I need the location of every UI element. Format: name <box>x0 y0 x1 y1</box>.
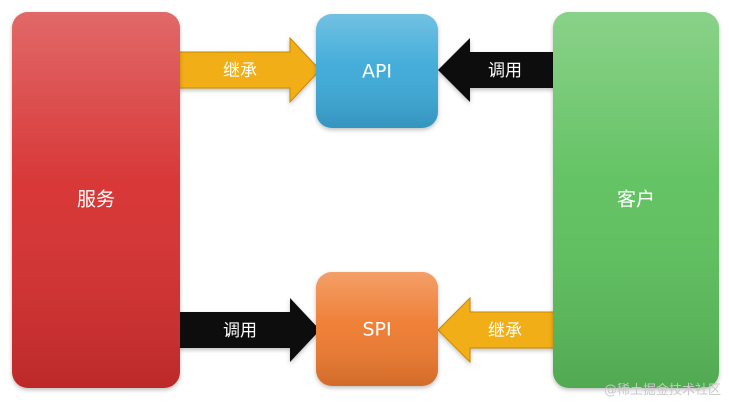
api-node: API <box>316 14 438 128</box>
arrow-label-inherit-bottom: 继承 <box>488 321 522 341</box>
call-arrow-shape <box>438 38 555 102</box>
client-node: 客户 <box>553 12 719 388</box>
service-node: 服务 <box>12 12 180 388</box>
inherit-arrow-shape <box>437 296 556 364</box>
arrow-service-inherits-api: 继承 <box>177 36 321 104</box>
client-label: 客户 <box>617 189 655 211</box>
api-label: API <box>362 61 392 83</box>
spi-node: SPI <box>316 272 438 386</box>
inherit-arrow-shape <box>177 36 321 104</box>
arrow-service-calls-spi: 调用 <box>178 298 320 362</box>
spi-label: SPI <box>362 319 391 341</box>
arrow-label-call-top: 调用 <box>488 61 522 81</box>
call-arrow-shape <box>178 298 320 362</box>
arrow-client-calls-api: 调用 <box>438 38 555 102</box>
arrow-label-inherit-top: 继承 <box>223 61 257 81</box>
arrow-client-inherits-spi: 继承 <box>437 296 556 364</box>
arrow-label-call-bottom: 调用 <box>223 321 257 341</box>
watermark-text: @稀土掘金技术社区 <box>603 383 721 398</box>
service-label: 服务 <box>77 189 115 211</box>
